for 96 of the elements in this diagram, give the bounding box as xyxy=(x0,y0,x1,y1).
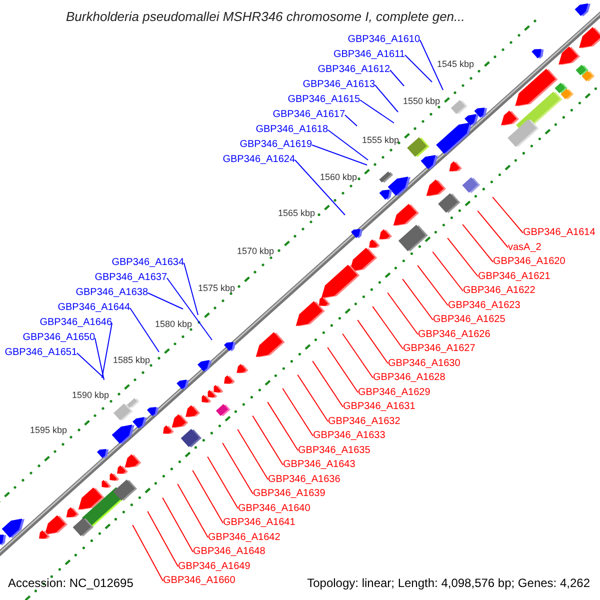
gene-label: GBP346_A1613 xyxy=(302,79,375,91)
gene-label: GBP346_A1617 xyxy=(272,109,345,121)
gene-label: GBP346_A1634 xyxy=(112,257,184,269)
gene-label: GBP346_A1633 xyxy=(313,430,386,442)
genome-info-text: Topology: linear; Length: 4,098,576 bp; Genes: 4,262 xyxy=(307,576,590,590)
leader-line xyxy=(327,346,358,393)
scale-label: 1555 kbp xyxy=(362,135,400,145)
gene-label: GBP346_A1635 xyxy=(298,444,370,456)
gene-label: GBP346_A1621 xyxy=(478,270,550,282)
gene-label: GBP346_A1612 xyxy=(318,64,390,76)
gene-label: GBP346_A1614 xyxy=(523,227,596,239)
gene-label: GBP346_A1629 xyxy=(358,386,430,398)
leader-line xyxy=(294,160,346,216)
leader-line xyxy=(492,196,524,234)
gene-label: GBP346_A1618 xyxy=(256,124,328,136)
leader-line xyxy=(342,333,374,378)
leader-line xyxy=(328,130,368,160)
gene-label: GBP346_A1622 xyxy=(463,285,536,297)
scale-label: 1565 kbp xyxy=(278,208,316,218)
gene-label: GBP346_A1646 xyxy=(40,317,112,329)
gene-label: GBP346_A1625 xyxy=(433,314,506,326)
scale-label: 1590 kbp xyxy=(72,390,110,400)
leader-line xyxy=(374,84,398,112)
leader-line xyxy=(462,224,494,262)
gene-label: GBP346_A1640 xyxy=(238,502,310,514)
leader-line xyxy=(222,442,254,494)
gene-label: vasA_2 xyxy=(508,242,542,254)
scale-label: 1570 kbp xyxy=(237,246,274,256)
gene-label: GBP346_A1643 xyxy=(283,459,356,471)
gene-label: GBP346_A1624 xyxy=(222,154,295,166)
leader-line xyxy=(184,262,198,316)
leader-line xyxy=(282,388,314,436)
leader-line xyxy=(357,320,388,364)
scale-label: 1545 kbp xyxy=(437,59,474,69)
leader-line xyxy=(312,144,368,166)
gene-label: GBP346_A1651 xyxy=(4,347,77,359)
leader-line xyxy=(390,70,404,86)
leader-line xyxy=(372,306,404,350)
leader-line xyxy=(147,510,178,567)
gene-label: GBP346_A1637 xyxy=(94,272,167,284)
gene-label: GBP346_A1649 xyxy=(178,560,250,572)
leader-line xyxy=(402,278,434,320)
gene-label: GBP346_A1632 xyxy=(328,416,400,428)
leader-line xyxy=(76,352,104,378)
scale-label: 1575 kbp xyxy=(198,283,236,293)
leader-line xyxy=(267,402,298,451)
leader-line xyxy=(252,415,284,466)
leader-line xyxy=(166,278,212,340)
gene-label: GBP346_A1660 xyxy=(163,575,236,587)
accession-text: Accession: NC_012695 xyxy=(8,576,134,590)
gene-label: GBP346_A1638 xyxy=(76,287,148,299)
gene-label: GBP346_A1641 xyxy=(223,517,296,529)
gene-label: GBP346_A1648 xyxy=(193,546,266,558)
gene-label: GBP346_A1650 xyxy=(22,332,95,344)
gene-label: GBP346_A1639 xyxy=(253,488,326,500)
gene-label: GBP346_A1627 xyxy=(403,343,476,355)
gene-label: GBP346_A1642 xyxy=(208,532,280,544)
leader-line xyxy=(148,292,184,310)
gene-label: GBP346_A1644 xyxy=(58,302,130,314)
scale-label: 1580 kbp xyxy=(155,319,192,329)
gene-label: GBP346_A1630 xyxy=(388,358,460,370)
leader-line xyxy=(432,251,464,292)
gene-label: GBP346_A1610 xyxy=(348,34,420,46)
gene-label: GBP346_A1615 xyxy=(288,94,360,106)
leader-line xyxy=(177,484,208,538)
map-title: Burkholderia pseudomallei MSHR346 chromosome I, complete gen... xyxy=(66,9,465,24)
leader-line xyxy=(477,210,508,248)
gene-label: GBP346_A1611 xyxy=(333,49,405,61)
scale-label: 1560 kbp xyxy=(320,172,358,182)
leader-line xyxy=(420,40,444,90)
leader-line xyxy=(417,264,448,306)
leader-line xyxy=(130,308,160,352)
leader-line xyxy=(162,497,194,552)
leader-line xyxy=(297,374,328,422)
leader-line xyxy=(94,338,104,380)
leader-line xyxy=(102,322,112,378)
gene-label: GBP346_A1620 xyxy=(493,256,566,268)
scale-label: 1585 kbp xyxy=(113,355,150,365)
leader-line xyxy=(132,524,164,582)
leader-line xyxy=(207,456,238,509)
gene-label: GBP346_A1636 xyxy=(268,474,340,486)
scale-label: 1595 kbp xyxy=(30,425,68,435)
leader-line xyxy=(360,100,394,124)
leader-line xyxy=(192,470,224,524)
gene-label: GBP346_A1619 xyxy=(240,139,312,151)
gene-label: GBP346_A1631 xyxy=(343,401,416,413)
gene-label: GBP346_A1626 xyxy=(418,328,490,340)
leader-line xyxy=(447,238,478,277)
leader-line xyxy=(404,54,432,82)
gene-label: GBP346_A1628 xyxy=(373,372,446,384)
leader-line xyxy=(344,114,358,126)
gene-label: GBP346_A1623 xyxy=(448,300,520,312)
leader-line xyxy=(312,360,344,408)
scale-label: 1550 kbp xyxy=(403,96,440,106)
leader-line xyxy=(387,292,418,335)
leader-line xyxy=(237,428,268,480)
